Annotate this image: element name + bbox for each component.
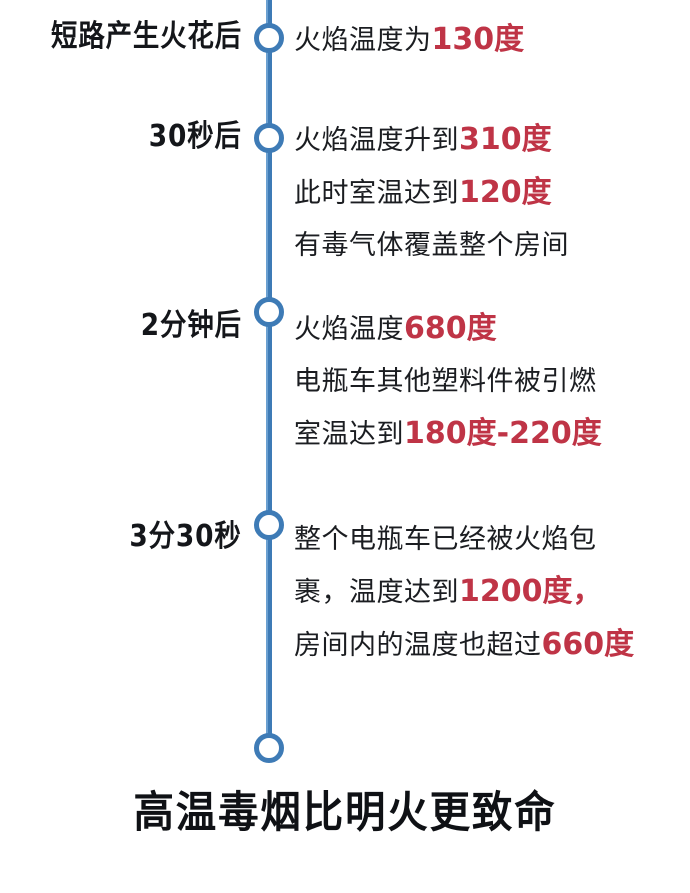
timeline-node — [254, 23, 284, 53]
body-text: 火焰温度为 — [294, 25, 432, 56]
timeline-body-block: 火焰温度升到310度此时室温达到120度有毒气体覆盖整个房间 — [294, 114, 688, 272]
body-text: 有毒气体覆盖整个房间 — [294, 230, 569, 261]
body-text: 电瓶车其他塑料件被引燃 — [294, 366, 597, 397]
timeline-body-line: 整个电瓶车已经被火焰包 — [294, 514, 688, 566]
timeline-spine — [266, 0, 272, 762]
body-text: 裹，温度达到 — [294, 577, 459, 608]
timeline-body-line: 室温达到180度-220度 — [294, 408, 688, 461]
body-text: 房间内的温度也超过 — [294, 630, 542, 661]
body-text: 室温达到 — [294, 419, 404, 450]
timeline-time-label: 30秒后 — [148, 119, 242, 154]
body-text: 整个电瓶车已经被火焰包 — [294, 524, 597, 555]
temperature-value: 1200度 — [459, 574, 573, 609]
temperature-value: 130度 — [431, 22, 525, 57]
temperature-value: 310度 — [459, 122, 552, 157]
timeline-body-block: 火焰温度为130度 — [294, 14, 688, 67]
timeline-body-line: 有毒气体覆盖整个房间 — [294, 220, 688, 272]
timeline-time-label: 2分钟后 — [140, 308, 242, 343]
timeline-end-node — [254, 733, 284, 763]
bottom-headline: 高温毒烟比明火更致命 — [133, 788, 557, 838]
timeline-body-line: 此时室温达到120度 — [294, 167, 688, 220]
temperature-value: 180度-220度 — [404, 416, 602, 451]
timeline-body-line: 火焰温度为130度 — [294, 14, 688, 67]
temperature-value: 120度 — [459, 175, 552, 210]
body-text: 火焰温度升到 — [294, 125, 459, 156]
body-text: 此时室温达到 — [294, 178, 459, 209]
timeline-time-label: 3分30秒 — [129, 519, 242, 554]
timeline-time-label: 短路产生火花后 — [51, 19, 242, 54]
timeline-body-line: 火焰温度升到310度 — [294, 114, 688, 167]
timeline-body-line: 裹，温度达到1200度， — [294, 566, 688, 619]
temperature-value: 660度 — [541, 627, 635, 662]
temperature-value: 680度 — [404, 311, 497, 346]
timeline-node — [254, 297, 284, 327]
timeline-body-line: 火焰温度680度 — [294, 303, 688, 356]
temperature-value: ， — [572, 574, 603, 609]
timeline-spine-highlight — [266, 0, 268, 762]
timeline-node — [254, 510, 284, 540]
timeline-body-block: 火焰温度680度电瓶车其他塑料件被引燃室温达到180度-220度 — [294, 303, 688, 461]
timeline-body-line: 电瓶车其他塑料件被引燃 — [294, 356, 688, 408]
timeline-body-block: 整个电瓶车已经被火焰包裹，温度达到1200度，房间内的温度也超过660度 — [294, 514, 688, 672]
timeline-node — [254, 123, 284, 153]
body-text: 火焰温度 — [294, 314, 404, 345]
timeline-body-line: 房间内的温度也超过660度 — [294, 619, 688, 672]
